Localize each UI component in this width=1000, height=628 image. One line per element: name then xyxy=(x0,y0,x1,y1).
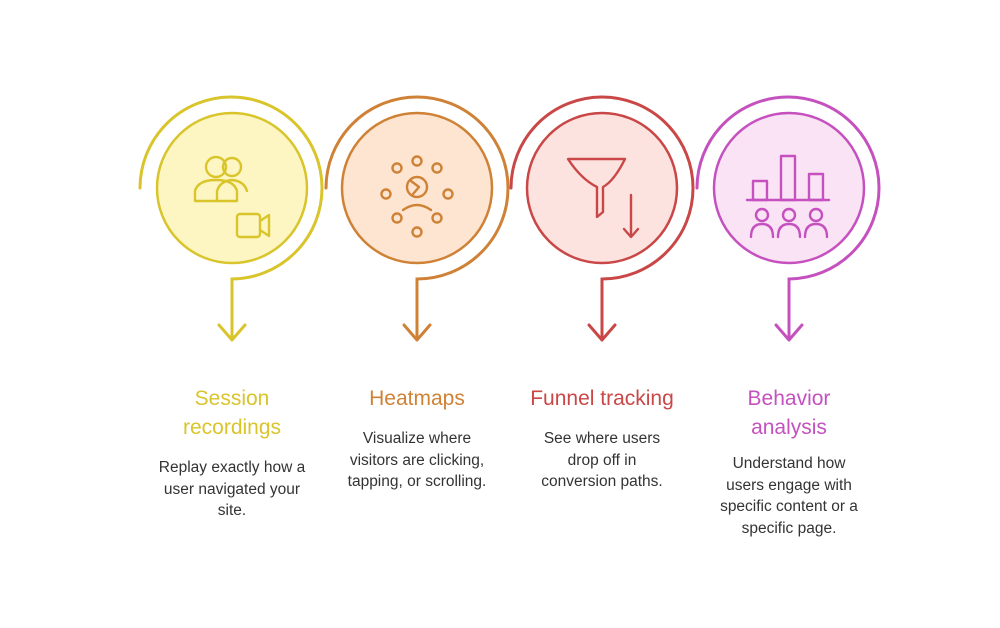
users-video-camera-icon xyxy=(193,155,271,239)
step-3-outer-ring xyxy=(509,95,695,340)
step-session-recordings xyxy=(138,95,324,342)
funnel-down-arrow-icon xyxy=(566,157,640,239)
step-2-description: Visualize where visitors are clicking, t… xyxy=(347,430,487,490)
step-4-down-arrow xyxy=(774,323,804,342)
step-4-outer-ring xyxy=(695,95,881,340)
step-1-description: Replay exactly how a user navigated your… xyxy=(158,459,306,519)
step-behavior-analysis xyxy=(695,95,881,342)
step-heatmaps xyxy=(324,95,510,342)
step-3-down-arrow xyxy=(587,323,617,342)
step-1-label: Session recordings xyxy=(182,387,282,439)
step-4-description: Understand how users engage with specifi… xyxy=(720,455,858,537)
step-3-description: See where users drop off in conversion p… xyxy=(541,430,663,490)
step-4-label: Behavior analysis xyxy=(747,387,831,439)
step-1-down-arrow xyxy=(217,323,247,342)
heatmap-person-dots-icon xyxy=(380,155,454,238)
step-3-label: Funnel tracking xyxy=(530,387,674,410)
step-2-label: Heatmaps xyxy=(369,387,465,410)
step-1-inner-circle xyxy=(155,111,309,265)
bar-chart-users-icon xyxy=(745,154,831,239)
step-2-down-arrow xyxy=(402,323,432,342)
step-1-outer-ring xyxy=(138,95,324,340)
step-4-inner-circle xyxy=(712,111,866,265)
step-funnel-tracking xyxy=(509,95,695,342)
step-2-outer-ring xyxy=(324,95,510,340)
